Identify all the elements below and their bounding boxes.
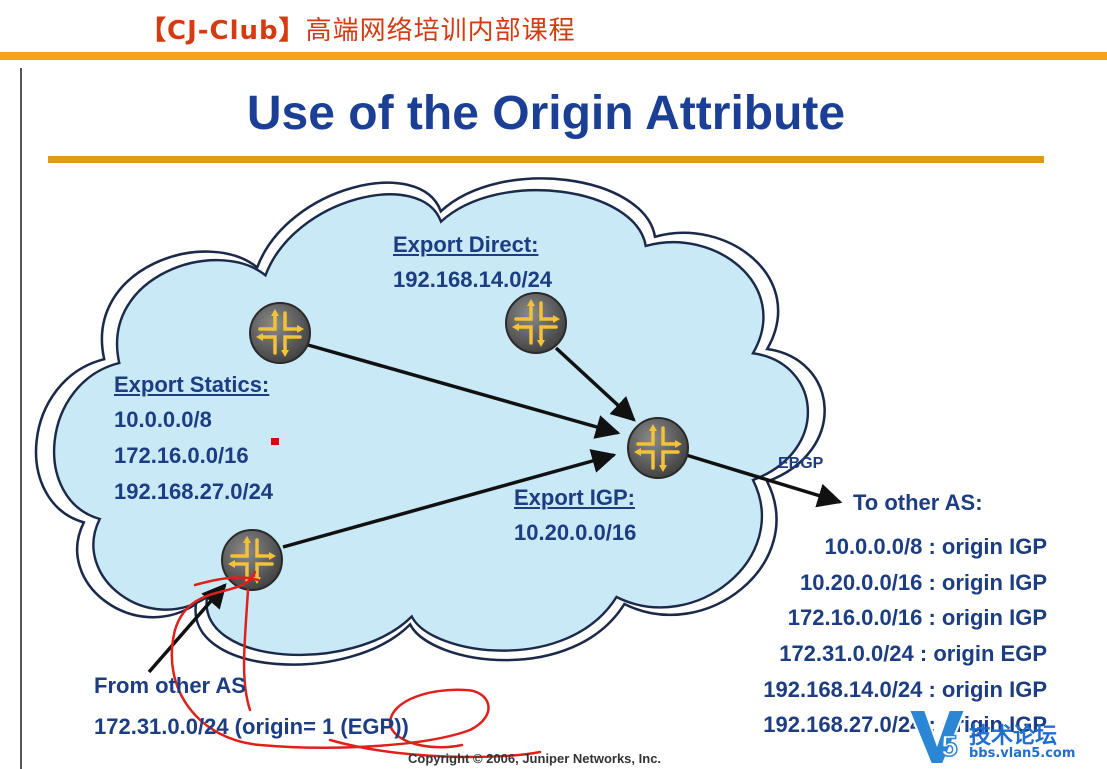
- router-icon: [220, 528, 284, 592]
- router-icon: [248, 301, 312, 365]
- to-other-as-header: To other AS:: [853, 490, 983, 515]
- route-arrows: [147, 343, 843, 674]
- banner: 【CJ-Club】高端网络培训内部课程: [0, 0, 1107, 52]
- from-other-as-header: From other AS: [94, 673, 246, 698]
- router-icon: [626, 416, 690, 480]
- slide-title: Use of the Origin Attribute: [246, 87, 846, 140]
- ebgp-label: EBGP: [778, 455, 824, 472]
- to-other-as-entry: 10.20.0.0/16 : origin IGP: [800, 570, 1047, 595]
- watermark-title: 技术论坛: [969, 724, 1058, 749]
- export-statics-header: Export Statics:: [114, 372, 270, 397]
- red-marker: [271, 438, 279, 445]
- to-other-as-entry: 192.168.27.0/24 : origin IGP: [763, 712, 1047, 737]
- export-statics-route: 10.0.0.0/8: [114, 407, 212, 432]
- watermark-url: bbs.vlan5.com: [969, 746, 1076, 761]
- to-other-as-entry: 10.0.0.0/8 : origin IGP: [824, 534, 1047, 559]
- to-other-as-entry: 172.16.0.0/16 : origin IGP: [787, 605, 1047, 630]
- to-other-as-entry: 172.31.0.0/24 : origin EGP: [779, 641, 1047, 666]
- export-direct-header: Export Direct:: [393, 232, 539, 257]
- watermark: 5 技术论坛 bbs.vlan5.com: [905, 702, 1107, 769]
- logo-letters: 5: [941, 730, 958, 763]
- export-igp-route: 10.20.0.0/16: [514, 520, 637, 545]
- handwritten-annotation: [170, 570, 542, 759]
- arrow-icon: [554, 346, 636, 422]
- arrow-icon: [282, 449, 617, 549]
- banner-subtitle: 高端网络培训内部课程: [305, 16, 576, 46]
- arrow-icon: [147, 583, 227, 674]
- router-icon: [504, 291, 568, 355]
- export-igp-header: Export IGP:: [514, 485, 636, 510]
- copyright-text: Copyright © 2006, Juniper Networks, Inc.: [408, 751, 662, 766]
- arrow-icon: [307, 343, 621, 439]
- export-statics-route: 172.16.0.0/16: [114, 443, 249, 468]
- banner-bar: [0, 52, 1107, 60]
- banner-brand: 【CJ-Club】: [140, 16, 306, 46]
- banner-text: 【CJ-Club】高端网络培训内部课程: [140, 10, 576, 47]
- from-other-as-route: 172.31.0.0/24 (origin= 1 (EGP)): [94, 714, 409, 739]
- left-border-rule: [20, 68, 22, 769]
- export-direct-route: 192.168.14.0/24: [393, 267, 553, 292]
- to-other-as-entry: 192.168.14.0/24 : origin IGP: [763, 677, 1047, 702]
- arrow-icon: [685, 453, 843, 508]
- export-statics-route: 192.168.27.0/24: [114, 479, 274, 504]
- title-underline-rule: [48, 156, 1044, 163]
- vlan5-logo: 5: [907, 709, 967, 765]
